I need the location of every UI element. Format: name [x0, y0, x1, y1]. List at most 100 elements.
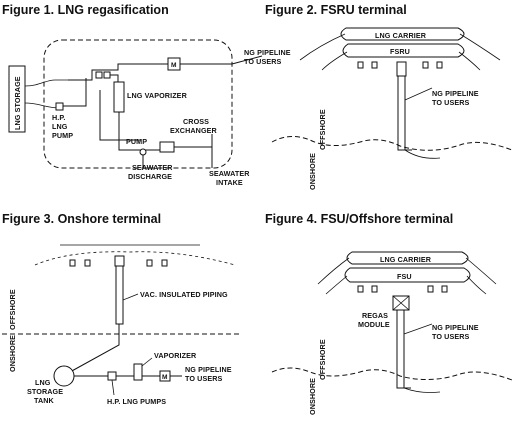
hp-lng-pump	[55, 102, 64, 111]
ng-pipeline-label-1: NG PIPELINE	[185, 365, 232, 374]
seabed-pipeline	[403, 387, 441, 393]
lng-storage-label: LNG STORAGE	[13, 76, 22, 130]
lng-tank-label-2: STORAGE	[27, 387, 63, 396]
figure-1-title: Figure 1. LNG regasification	[2, 3, 169, 17]
shoreline	[271, 367, 513, 381]
vac-insulated-pipe	[115, 265, 124, 325]
lng-tank-label-1: LNG	[35, 378, 51, 387]
ng-pipeline-label-1: NG PIPELINE	[432, 89, 479, 98]
mooring-line-2	[465, 257, 497, 285]
cross-exchanger-label-2: EXCHANGER	[170, 126, 218, 135]
hp-pumps-leader	[111, 379, 115, 396]
seawater-intake-label-1: SEAWATER	[209, 169, 250, 178]
fsu-hull	[344, 267, 471, 283]
ng-pipeline-label-2: TO USERS	[432, 98, 470, 107]
lng-carrier-hull	[346, 251, 469, 265]
hp-pump-label-3: PUMP	[52, 131, 73, 140]
fsu-label: FSU	[397, 272, 412, 281]
figure-4-title: Figure 4. FSU/Offshore terminal	[265, 212, 453, 226]
vac-piping-label: VAC. INSULATED PIPING	[140, 290, 228, 299]
onshore-label: ONSHORE	[308, 153, 317, 190]
regas-label-2: MODULE	[358, 320, 390, 329]
ng-pipeline-label-2: TO USERS	[185, 374, 223, 383]
meter-label: M	[162, 374, 168, 381]
regas-label-1: REGAS	[362, 311, 388, 320]
vaporizer-label: VAPORIZER	[154, 351, 197, 360]
pipe-d	[110, 74, 119, 82]
seawater-loop-line	[174, 134, 213, 148]
offshore-label: OFFSHORE	[8, 289, 17, 330]
vac-piping-leader	[122, 293, 139, 301]
lng-vaporizer	[113, 81, 125, 113]
hp-pump-label-1: H.P.	[52, 113, 65, 122]
figure-4: Figure 4. FSU/Offshore terminal LNG CARR…	[265, 212, 513, 415]
figure-2: Figure 2. FSRU terminal LNG CARRIER FSRU…	[265, 3, 513, 190]
figure-3: Figure 3. Onshore terminal VAC. INSULATE…	[2, 212, 240, 406]
seawater-discharge-label-2: DISCHARGE	[128, 172, 172, 181]
hp-pumps-label: H.P. LNG PUMPS	[107, 397, 166, 406]
mooring-line-4	[466, 275, 487, 295]
pipe-f	[99, 90, 140, 141]
storage-feed-line	[24, 79, 68, 87]
hp-pump-label-2: LNG	[52, 122, 68, 131]
fsru-label: FSRU	[390, 47, 410, 56]
storage-return-line	[24, 102, 61, 109]
meter-label: M	[171, 62, 177, 69]
fsu-buoys	[357, 285, 448, 293]
vaporizer-label: LNG VAPORIZER	[127, 91, 188, 100]
seabed-pipeline	[404, 149, 441, 159]
fsru-riser-pipe	[397, 75, 406, 151]
lng-carrier-hull	[340, 27, 465, 41]
offshore-label: OFFSHORE	[318, 109, 327, 150]
figure-1: Figure 1. LNG regasification LNG STORAGE…	[2, 3, 291, 187]
fsru-riser-head	[396, 61, 407, 77]
lng-carrier-label: LNG CARRIER	[375, 31, 427, 40]
ng-outlet-line	[180, 55, 263, 65]
regas-plant-boundary	[43, 39, 233, 169]
hp-lng-pump	[107, 371, 117, 381]
fsru-hull	[342, 43, 465, 58]
jetty-buoys	[69, 259, 168, 267]
ng-pipeline-label-1: NG PIPELINE	[244, 48, 291, 57]
lng-tank-label-3: TANK	[34, 396, 55, 405]
ng-pipeline-leader	[403, 323, 433, 335]
pipe-b	[63, 78, 87, 107]
discharge-line	[142, 155, 155, 169]
onshore-label: ONSHORE	[8, 335, 17, 372]
pump-label: PUMP	[126, 137, 147, 146]
mooring-line-4	[458, 51, 481, 71]
carrier-mooring	[34, 251, 236, 266]
vaporizer-leader	[141, 357, 153, 367]
ng-pipeline-label-1: NG PIPELINE	[432, 323, 479, 332]
valve-2	[103, 71, 111, 79]
seawater-pump	[139, 148, 147, 156]
pipe-a	[68, 69, 100, 81]
lng-storage-tank	[8, 65, 26, 133]
lng-storage-tank	[53, 365, 75, 387]
seawater-intake-label-2: INTAKE	[216, 178, 243, 187]
mooring-line-1	[299, 33, 346, 61]
lng-carrier-label: LNG CARRIER	[380, 255, 432, 264]
transfer-head	[114, 255, 125, 267]
ng-pipeline-leader	[404, 87, 433, 101]
shoreline	[271, 136, 513, 151]
valve-1	[95, 71, 103, 79]
seawater-discharge-label-1: SEAWATER	[132, 163, 173, 172]
mooring-line-3	[321, 51, 348, 71]
mooring-line-3	[325, 275, 348, 295]
mooring-line-1	[317, 257, 350, 285]
ng-pipeline-label-2: TO USERS	[244, 57, 282, 66]
figure-2-title: Figure 2. FSRU terminal	[265, 3, 407, 17]
ng-pipeline-label-2: TO USERS	[432, 332, 470, 341]
cross-exchanger-label-1: CROSS	[183, 117, 209, 126]
regas-module-cross	[392, 295, 410, 311]
onshore-label: ONSHORE	[308, 378, 317, 415]
pipe-e	[118, 112, 160, 151]
figure-3-title: Figure 3. Onshore terminal	[2, 212, 161, 226]
mooring-line-2	[459, 33, 501, 61]
cross-exchanger	[159, 141, 175, 153]
vaporizer	[133, 363, 143, 381]
offshore-label: OFFSHORE	[318, 339, 327, 380]
feed-pipe	[69, 324, 120, 373]
